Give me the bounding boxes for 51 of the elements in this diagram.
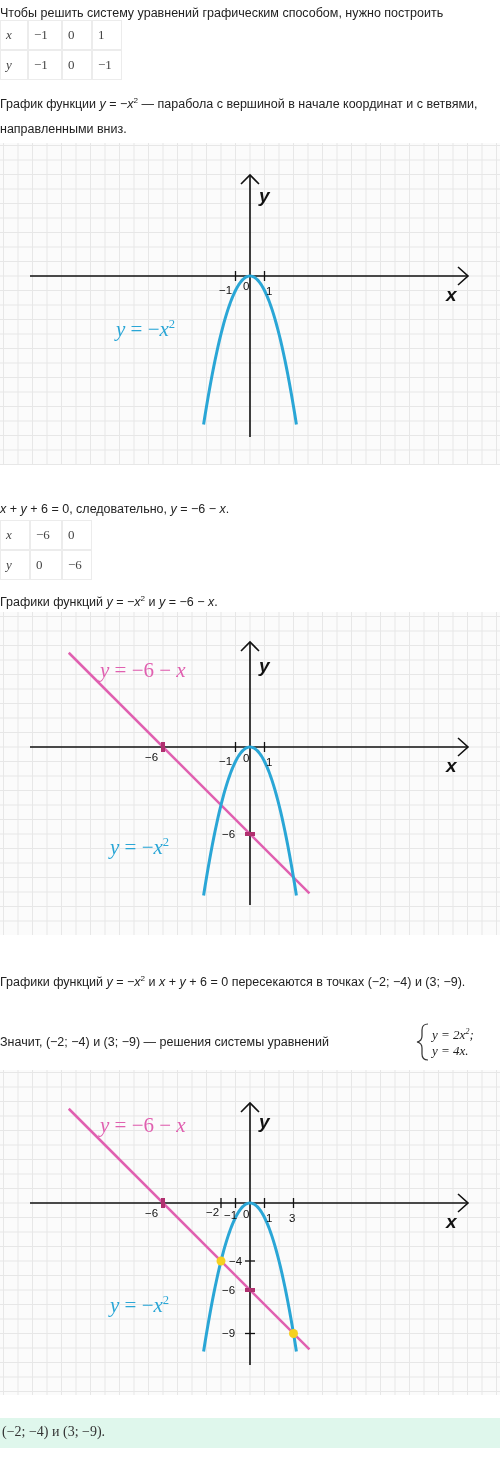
tick-label: −1 <box>224 1209 238 1222</box>
explanation-text: Графики функций y = −x$^{2}$ и y = −6 − x. <box>0 593 219 612</box>
explanation-text: Чтобы решить систему уравнений графическим способом, нужно построить <box>0 5 445 22</box>
tick-label: −9 <box>222 1327 236 1340</box>
tick-label: −6 <box>222 1284 236 1297</box>
explanation-text: График функции y = −x$^{2}$ — парабола с вершиной в начале координат и с ветвями, направленными вниз. <box>0 95 479 139</box>
table-cell: y <box>0 550 30 580</box>
tick-label: −6 <box>145 751 159 764</box>
table-cell: −1 <box>28 20 62 50</box>
axis-label: x <box>446 1212 457 1232</box>
table-cell: 0 <box>30 550 62 580</box>
tick-label: 1 <box>266 285 273 298</box>
table-cell: 0 <box>62 520 92 550</box>
axis-label: x <box>446 756 457 776</box>
curve-label: y = −x$^{2}$ <box>110 1292 170 1317</box>
table-cell: 1 <box>92 20 122 50</box>
axis-label: y <box>259 1112 270 1132</box>
explanation-text: x + y + 6 = 0, следовательно, y = −6 − x. <box>0 501 231 518</box>
tick-label: 0 <box>243 1208 250 1221</box>
table-cell: −6 <box>30 520 62 550</box>
answer-band: (−2; −4) и (3; −9). <box>0 1418 500 1448</box>
table-cell: x <box>0 520 30 550</box>
explanation-text: Значит, (−2; −4) и (3; −9) — решения системы уравнений <box>0 1034 330 1051</box>
tick-label: 1 <box>266 756 273 769</box>
tick-label: 0 <box>243 752 250 765</box>
table-cell: −6 <box>62 550 92 580</box>
tick-label: −2 <box>206 1206 220 1219</box>
tick-label: 1 <box>266 1212 273 1225</box>
curve-label: y = −6 − x <box>100 1113 186 1137</box>
equation-text: y = 2x$^{2}$; <box>432 1025 474 1045</box>
table-cell: 0 <box>62 50 92 80</box>
tick-label: −6 <box>222 828 236 841</box>
curve-label: y = −x$^{2}$ <box>110 834 170 859</box>
tick-label: −6 <box>145 1207 159 1220</box>
tick-label: −1 <box>219 755 233 768</box>
table-cell: −1 <box>92 50 122 80</box>
axis-label: y <box>259 656 270 676</box>
table-cell: y <box>0 50 28 80</box>
equation-text: y = 4x. <box>432 1042 469 1060</box>
tick-label: 0 <box>243 280 250 293</box>
table-cell: −1 <box>28 50 62 80</box>
curve-label: y = −6 − x <box>100 658 186 682</box>
table-cell: 0 <box>62 20 92 50</box>
tick-label: −1 <box>219 284 233 297</box>
tick-label: 3 <box>289 1212 296 1225</box>
curve-label: y = −x$^{2}$ <box>116 316 176 341</box>
tick-label: −4 <box>229 1255 243 1268</box>
table-cell: x <box>0 20 28 50</box>
axis-label: y <box>259 186 270 206</box>
explanation-text: Графики функций y = −x$^{2}$ и x + y + 6 = 0 пересекаются в точках (−2; −4) и (3; −9). <box>0 973 467 992</box>
axis-label: x <box>446 285 457 305</box>
